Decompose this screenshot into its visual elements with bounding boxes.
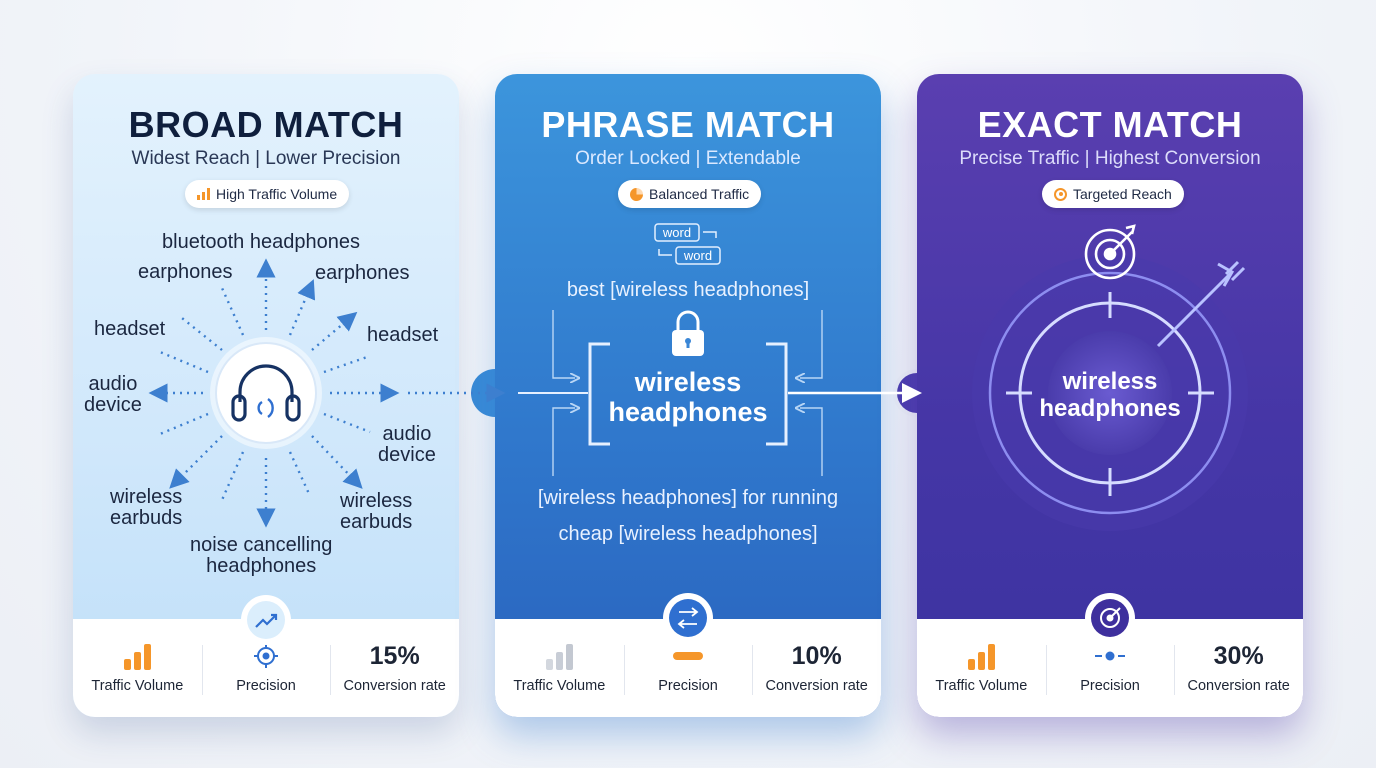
phrase-example-bottom: cheap [wireless headphones] [558, 523, 818, 545]
bar-chart-icon [123, 642, 151, 670]
exact-footer: Traffic Volume Precision 30% Conversion … [917, 619, 1303, 717]
phrase-conversion-metric: 10% Conversion rate [752, 619, 881, 717]
phrase-precision-metric: Precision [623, 619, 753, 717]
broad-pill: High Traffic Volume [185, 180, 350, 208]
precision-label: Precision [1080, 678, 1140, 694]
conversion-value: 30% [1213, 642, 1264, 670]
broad-precision-metric: Precision [201, 619, 331, 717]
traffic-label: Traffic Volume [513, 678, 606, 694]
bar-chart-icon [967, 642, 995, 670]
kw-line: wireless [110, 486, 183, 508]
conversion-value: 15% [369, 642, 420, 670]
kw-line: headphones [206, 555, 317, 577]
keyword-audio-device-right: audio device [378, 424, 436, 466]
exact-precision-metric: Precision [1045, 619, 1175, 717]
word-tag-2: word [683, 248, 713, 263]
focus-point-icon [1095, 651, 1125, 661]
phrase-example-mid: [wireless headphones] for running [537, 487, 839, 509]
phrase-footer: Traffic Volume Precision 10% Conversion … [495, 619, 881, 717]
phrase-traffic-metric: Traffic Volume [495, 619, 624, 717]
exact-center-keyword: wireless headphones [917, 368, 1303, 422]
bar-chart-icon [545, 642, 573, 670]
kw-line: noise cancelling [190, 534, 333, 556]
center-line: wireless [1062, 368, 1158, 395]
conversion-label: Conversion rate [343, 678, 446, 694]
keyword-earphones-right: earphones [315, 262, 410, 284]
kw-line: device [378, 444, 436, 466]
keyword-earphones-left: earphones [138, 261, 233, 283]
phrase-title: PHRASE MATCH [541, 104, 835, 145]
exact-pill: Targeted Reach [1042, 180, 1184, 208]
keyword-headset-right: headset [367, 324, 439, 346]
keyword-noise-cancelling: noise cancelling headphones [190, 535, 332, 577]
keyword-bluetooth-headphones: bluetooth headphones [162, 231, 360, 253]
broad-traffic-metric: Traffic Volume [73, 619, 202, 717]
exact-conversion-metric: 30% Conversion rate [1174, 619, 1303, 717]
phrase-center-keyword: wireless headphones [495, 367, 881, 427]
exact-pill-label: Targeted Reach [1073, 186, 1172, 202]
phrase-subtitle: Order Locked | Extendable [575, 148, 801, 169]
phrase-example-top: best [wireless headphones] [566, 279, 810, 301]
center-line: wireless [634, 367, 742, 397]
keyword-audio-device-left: audio device [84, 374, 142, 416]
kw-line: audio [382, 423, 432, 445]
word-tag-1: word [662, 225, 692, 240]
keyword-headset-left: headset [94, 318, 166, 340]
kw-line: wireless [340, 490, 413, 512]
kw-line: earbuds [340, 511, 413, 533]
crosshair-icon [254, 644, 278, 668]
bar-chart-icon [197, 188, 210, 200]
kw-line: audio [88, 373, 138, 395]
conversion-value: 10% [791, 642, 842, 670]
conversion-label: Conversion rate [1187, 678, 1290, 694]
conversion-label: Conversion rate [765, 678, 868, 694]
center-line: headphones [1039, 395, 1181, 422]
traffic-label: Traffic Volume [91, 678, 184, 694]
kw-line: earbuds [110, 507, 183, 529]
keyword-wireless-earbuds-right: wireless earbuds [340, 491, 412, 533]
broad-pill-label: High Traffic Volume [216, 186, 338, 202]
phrase-pill: Balanced Traffic [618, 180, 762, 208]
center-line: headphones [608, 397, 768, 427]
target-small-icon [1054, 187, 1067, 201]
dash-icon [673, 652, 703, 660]
exact-title: EXACT MATCH [977, 104, 1243, 145]
precision-label: Precision [658, 678, 718, 694]
broad-footer: Traffic Volume Precision 15% Conversion … [73, 619, 459, 717]
broad-conversion-metric: 15% Conversion rate [330, 619, 459, 717]
broad-subtitle: Widest Reach | Lower Precision [131, 148, 401, 169]
kw-line: device [84, 394, 142, 416]
precision-label: Precision [236, 678, 296, 694]
exact-subtitle: Precise Traffic | Highest Conversion [959, 148, 1261, 169]
phrase-pill-label: Balanced Traffic [649, 186, 750, 202]
keyword-wireless-earbuds-left: wireless earbuds [110, 487, 182, 529]
pie-chart-icon [630, 187, 643, 201]
broad-title: BROAD MATCH [128, 104, 404, 145]
traffic-label: Traffic Volume [935, 678, 1028, 694]
exact-traffic-metric: Traffic Volume [917, 619, 1046, 717]
